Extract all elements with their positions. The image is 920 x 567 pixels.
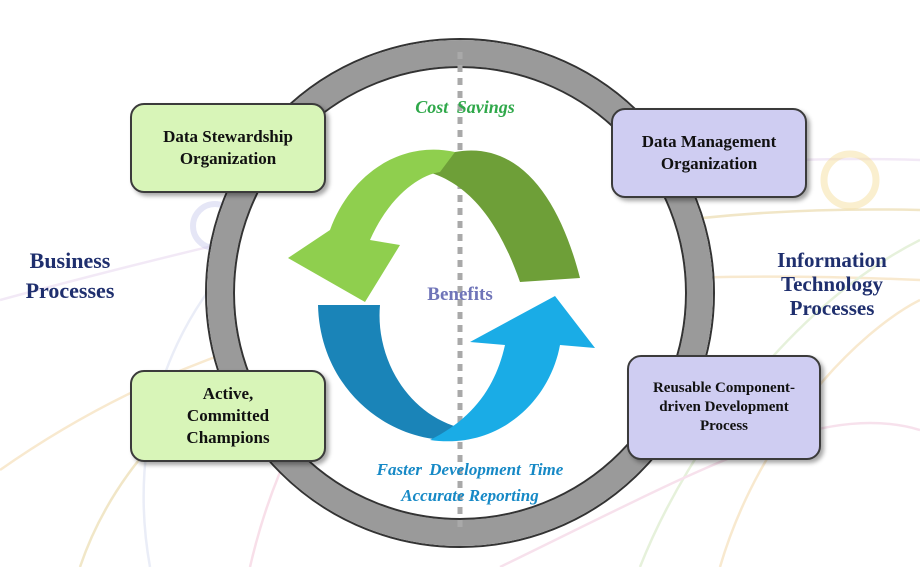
arrow-dark-green [420,150,580,282]
cost-savings-label: Cost Savings [415,97,515,117]
business-processes-label: Business Processes [25,248,115,303]
process-ring [205,38,715,548]
data-management-label: Data Management Organization [641,132,777,173]
arrow-teal [318,305,470,441]
data-management-box: Data Management Organization [611,108,807,198]
arrow-light-green [288,149,455,302]
accurate-reporting-label: Accurate Reporting [401,486,539,505]
faster-development-label: Faster Development Time [376,460,564,479]
data-stewardship-box: Data Stewardship Organization [130,103,326,193]
arrow-cyan [430,296,595,442]
it-processes-label: Information Technology Processes [777,248,887,320]
data-stewardship-label: Data Stewardship Organization [163,127,293,168]
reusable-component-box: Reusable Component-driven Development Pr… [627,355,821,460]
benefits-label: Benefits [427,284,493,305]
active-champions-box: Active, Committed Champions [130,370,326,462]
reusable-component-label: Reusable Component-driven Development Pr… [652,380,796,434]
active-champions-label: Active, Committed Champions [186,384,270,447]
